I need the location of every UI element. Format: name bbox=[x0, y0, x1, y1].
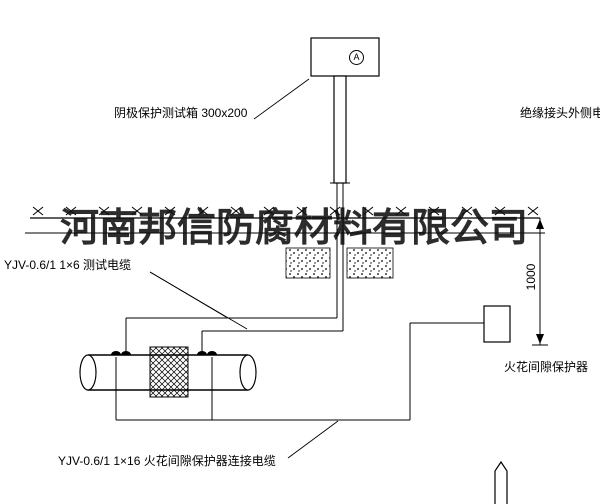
ground-line bbox=[30, 206, 540, 219]
vertical-pipe-symbol bbox=[494, 460, 508, 504]
concrete-blocks bbox=[285, 247, 394, 279]
test-box-label: 阴极保护测试箱 300x200 bbox=[114, 106, 248, 120]
dimension-line bbox=[532, 218, 548, 346]
spark-gap-protector-label: 火花间隙保护器 bbox=[504, 360, 589, 374]
insulating-joint-hatch bbox=[149, 346, 189, 398]
leader-lines bbox=[149, 78, 339, 459]
spark-gap-protector-shape bbox=[483, 305, 511, 343]
insulated-joint-cable-label: 绝缘接头外侧电缆 bbox=[520, 106, 600, 120]
riser-casing bbox=[330, 75, 350, 184]
connection-cable-label: YJV-0.6/1 1×16 火花间隙保护器连接电缆 bbox=[58, 454, 276, 468]
riser-cables bbox=[336, 183, 344, 331]
pipeline bbox=[79, 354, 257, 391]
meter-symbol: A bbox=[349, 50, 364, 65]
depth-dimension-text: 1000 bbox=[524, 263, 538, 291]
protector-cable-runs bbox=[115, 322, 484, 421]
test-cable-label: YJV-0.6/1 1×6 测试电缆 bbox=[4, 258, 132, 272]
company-watermark: 河南邦信防腐材料有限公司 bbox=[60, 207, 529, 250]
test-cable-runs bbox=[125, 317, 343, 353]
test-box-shape bbox=[310, 37, 380, 77]
weld-points bbox=[111, 351, 217, 355]
